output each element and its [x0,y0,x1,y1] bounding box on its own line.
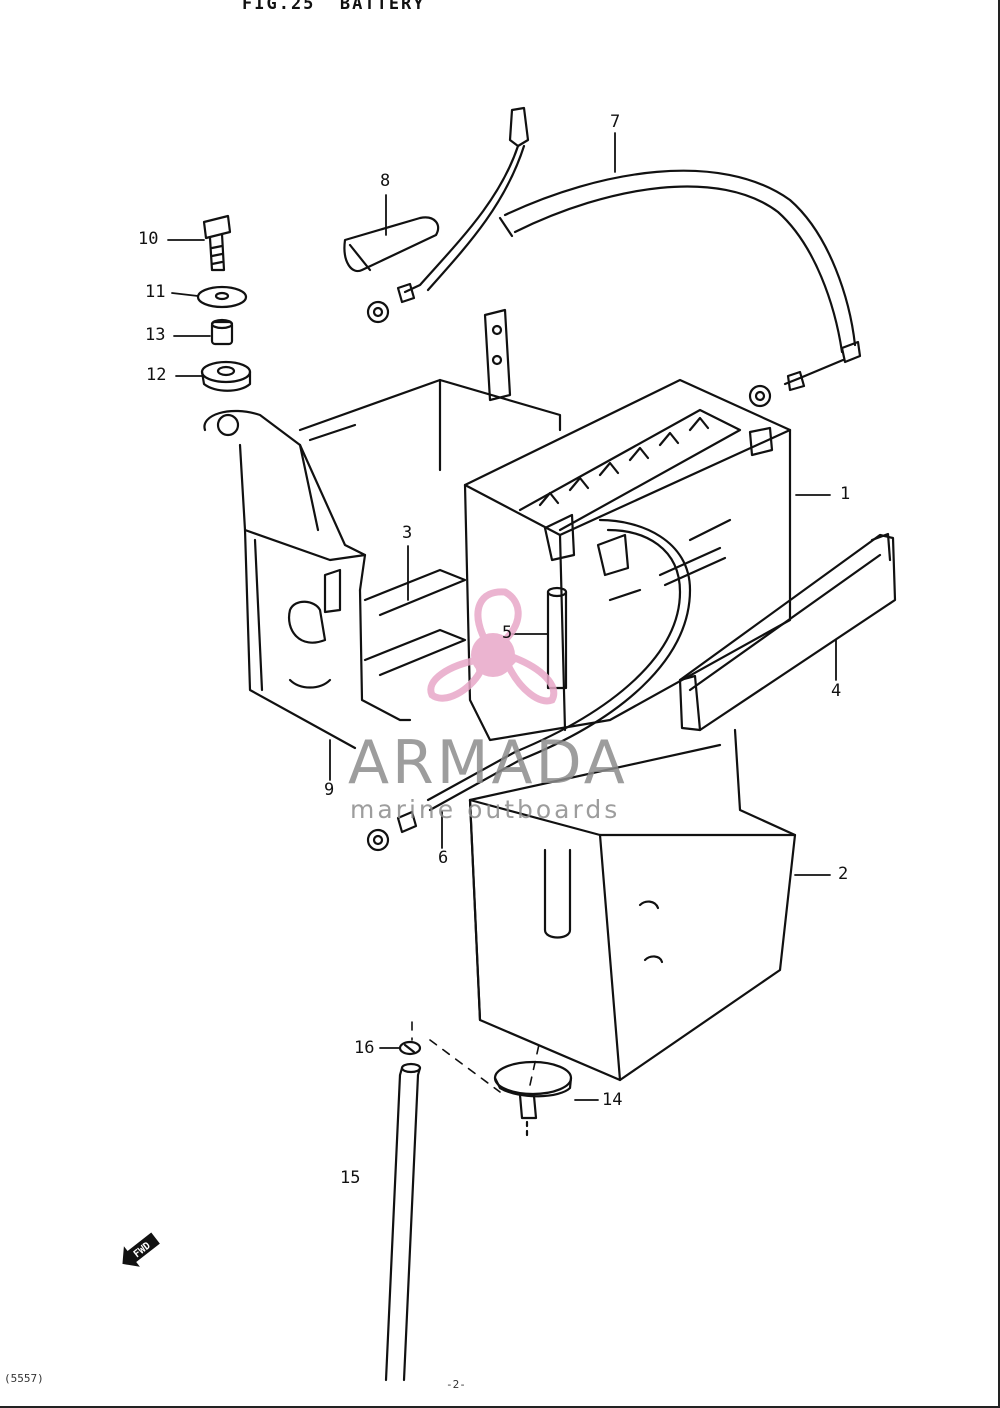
fwd-arrow-icon: FWD [122,1232,160,1267]
callout-6: 6 [438,848,449,868]
callout-16: 16 [354,1038,375,1058]
washer-part [196,285,248,309]
callout-15: 15 [340,1168,361,1188]
callout-14: 14 [602,1090,623,1110]
watermark-tagline: marine outboards [350,795,621,824]
drain-plug-part [493,1060,573,1142]
callout-10: 10 [138,229,159,249]
callout-9: 9 [324,780,335,800]
drain-hose-part [384,1062,422,1382]
watermark-logo [427,588,558,705]
callout-4: 4 [831,681,842,701]
callout-3: 3 [402,523,413,543]
callout-5: 5 [502,623,513,643]
footer-code: (5557) [4,1372,44,1385]
callout-11: 11 [145,282,166,302]
vent-tube-part [546,586,568,690]
terminal-cover-part [343,216,440,273]
negative-cable-part [366,810,418,852]
grommet-part [200,360,252,392]
callout-1: 1 [840,484,851,504]
callout-7: 7 [610,112,621,132]
figure-title: FIG.25 BATTERY [242,0,426,14]
battery-strap-part [678,532,897,732]
watermark-name: ARMADA [348,728,628,798]
bolt-part [202,214,232,272]
callout-8: 8 [380,171,391,191]
positive-cable-part [498,169,862,408]
collar-part [210,318,234,346]
battery-part [426,378,792,812]
footer-page-mark: -2- [446,1378,466,1391]
battery-holder-part [203,308,562,750]
callout-2: 2 [838,864,849,884]
callout-13: 13 [145,325,166,345]
callout-12: 12 [146,365,167,385]
lead-wire-part [366,106,530,324]
battery-case-part [468,728,797,1082]
clip-part [398,1040,422,1056]
